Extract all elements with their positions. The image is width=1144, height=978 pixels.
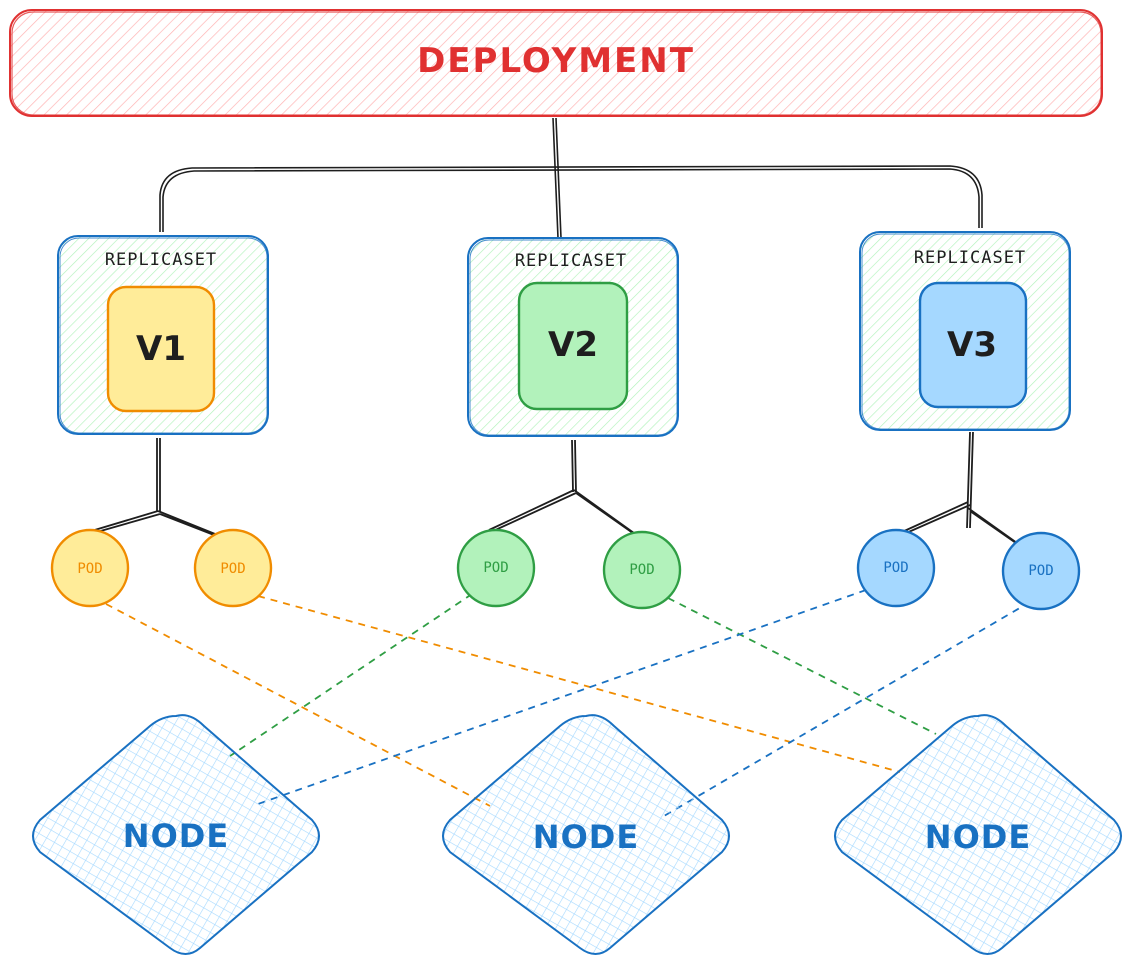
- pod: POD: [1001, 531, 1081, 611]
- node-label: NODE: [123, 817, 229, 855]
- replicaset-label: REPLICASET: [105, 250, 217, 270]
- deployment-connectors: [159, 117, 983, 239]
- pod-label: POD: [483, 560, 508, 576]
- replicaset-label: REPLICASET: [914, 248, 1026, 268]
- version-label: V3: [947, 325, 997, 365]
- version-label: V2: [548, 325, 598, 365]
- deployment-label: DEPLOYMENT: [417, 41, 695, 81]
- pod-label: POD: [1028, 563, 1053, 579]
- replicaset-box: REPLICASET V3: [859, 231, 1071, 431]
- pod-node-links: [105, 589, 1031, 817]
- pod-label: POD: [220, 561, 245, 577]
- deployment-box: DEPLOYMENT: [9, 9, 1103, 117]
- version-label: V1: [136, 329, 186, 369]
- pod: POD: [856, 528, 936, 608]
- node-label: NODE: [925, 818, 1031, 856]
- node-label: NODE: [533, 818, 639, 856]
- replicaset-box: REPLICASET V2: [467, 237, 679, 437]
- node: NODE: [32, 714, 320, 955]
- pod: POD: [50, 528, 130, 608]
- pod: POD: [456, 528, 536, 608]
- replicaset-box: REPLICASET V1: [57, 235, 269, 435]
- replicaset-label: REPLICASET: [515, 251, 627, 271]
- pod: POD: [602, 530, 682, 610]
- pod-label: POD: [883, 560, 908, 576]
- pod-label: POD: [77, 561, 102, 577]
- node: NODE: [834, 714, 1122, 955]
- pod-label: POD: [629, 562, 654, 578]
- node: NODE: [442, 714, 730, 955]
- pod: POD: [193, 528, 273, 608]
